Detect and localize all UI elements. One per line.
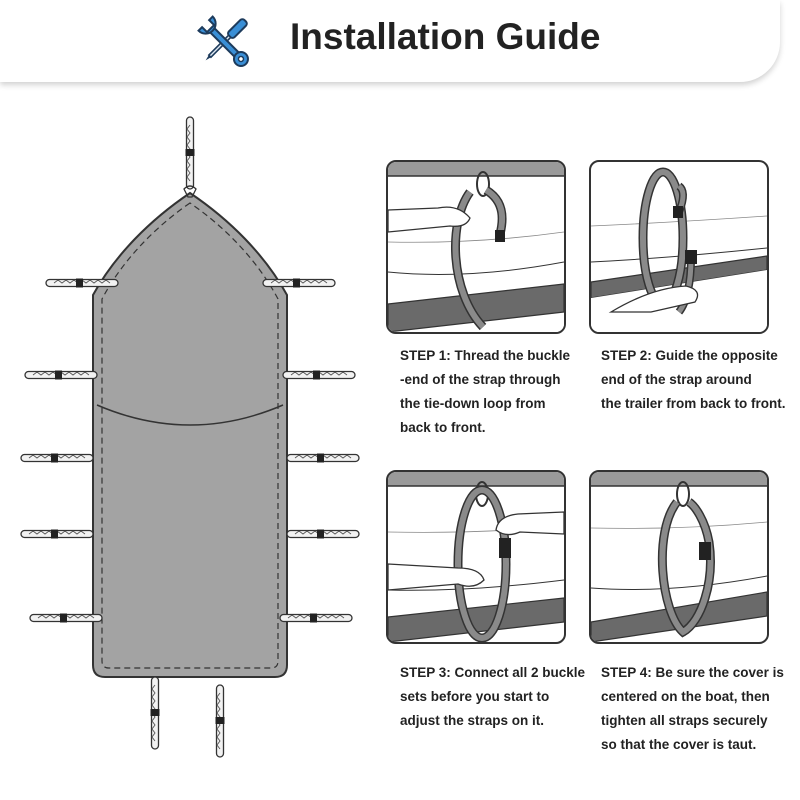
strap-left-5: [29, 612, 103, 624]
strap-right-3: [286, 452, 360, 464]
step-4-line-3: tighten all straps securely: [601, 713, 768, 728]
step-1-line-4: back to front.: [400, 420, 486, 435]
strap-stern-right: [214, 684, 226, 758]
step-4-illustration: [589, 470, 769, 644]
strap-bow: [183, 116, 197, 198]
strap-left-1: [45, 277, 119, 289]
strap-left-2: [24, 369, 98, 381]
strap-left-3: [20, 452, 94, 464]
step-4-line-2: centered on the boat, then: [601, 689, 770, 704]
strap-right-2: [282, 369, 356, 381]
wrench-screwdriver-icon: [197, 15, 249, 67]
strap-right-4: [286, 528, 360, 540]
step-4-line-4: so that the cover is taut.: [601, 737, 757, 752]
strap-right-5: [279, 612, 353, 624]
step-1-illustration: [386, 160, 566, 334]
step-2-text: STEP 2: Guide the opposite end of the st…: [601, 344, 800, 416]
boat-cover-diagram: [20, 116, 360, 758]
step-1-text: STEP 1: Thread the buckle -end of the st…: [400, 344, 600, 440]
header-banner: Installation Guide: [0, 0, 780, 82]
strap-stern-left: [149, 676, 161, 750]
step-1-line-3: the tie-down loop from: [400, 396, 546, 411]
step-3-line-1: STEP 3: Connect all 2 buckle: [400, 665, 586, 680]
page-title: Installation Guide: [290, 16, 601, 57]
step-3-line-3: adjust the straps on it.: [400, 713, 545, 728]
boat-cover: [92, 191, 288, 678]
step-2-line-2: end of the strap around: [601, 372, 752, 387]
step-3-text: STEP 3: Connect all 2 buckle sets before…: [400, 661, 600, 733]
step-1-line-1: STEP 1: Thread the buckle: [400, 348, 571, 363]
step-4-text: STEP 4: Be sure the cover is centered on…: [601, 661, 800, 757]
strap-right-1: [262, 277, 336, 289]
step-3-line-2: sets before you start to: [400, 689, 550, 704]
step-1-line-2: -end of the strap through: [400, 372, 561, 387]
step-2-illustration: [589, 160, 769, 334]
step-3-illustration: [386, 470, 566, 644]
strap-left-4: [20, 528, 94, 540]
step-2-line-3: the trailer from back to front.: [601, 396, 786, 411]
step-2-line-1: STEP 2: Guide the opposite: [601, 348, 778, 363]
step-4-line-1: STEP 4: Be sure the cover is: [601, 665, 784, 680]
